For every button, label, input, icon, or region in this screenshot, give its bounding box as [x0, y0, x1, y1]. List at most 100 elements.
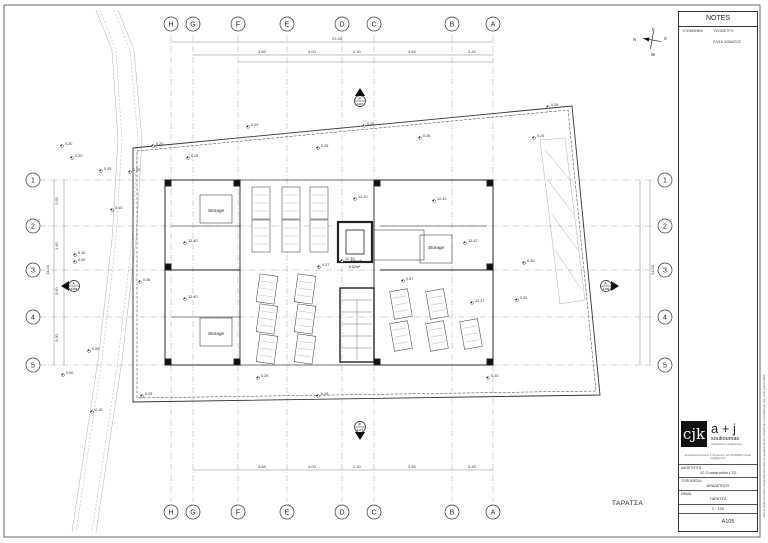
- grid-col-bubble-c: C: [366, 504, 382, 520]
- compass-s: S: [664, 36, 667, 41]
- section-mark-right-sheet: A109: [603, 287, 610, 291]
- level-marker: 0.10: [73, 251, 85, 257]
- grid-col-bubble-g: G: [185, 16, 201, 32]
- sheet-number-field: A105: [679, 513, 757, 532]
- grid-row-bubble-5: 5: [657, 357, 673, 373]
- legend-item-slope: ΚΛΙΣΗ ΔΩΜΑΤΟΣ: [713, 40, 742, 44]
- level-marker: 0.05: [87, 347, 99, 353]
- level-value: 0.26: [551, 103, 558, 107]
- right-edge-hatch: [539, 137, 586, 305]
- grid-col-bubble-a: A: [485, 16, 501, 32]
- level-marker: 12.42: [463, 239, 478, 245]
- grid-col-bubble-f: F: [230, 504, 246, 520]
- section-mark-top: B A107: [354, 88, 366, 107]
- grid-row-bubble-4: 4: [25, 309, 41, 325]
- grid-row-label: 5: [31, 362, 35, 369]
- grid-row-label: 4: [663, 314, 667, 321]
- level-marker: 0.00: [61, 371, 73, 377]
- section-mark-top-sheet: A107: [357, 102, 364, 106]
- grid-col-label: F: [236, 509, 240, 516]
- grid-col-bubble-h: H: [163, 504, 179, 520]
- level-value: 0.15: [115, 206, 122, 210]
- compass-e: E: [652, 27, 655, 32]
- level-value: 0.25: [423, 134, 430, 138]
- dim-h-2: 4.00: [308, 49, 317, 54]
- level-value: 0.37: [322, 263, 329, 267]
- dim-h-3: 2.30: [353, 49, 362, 54]
- dim-h-1: 3.65: [258, 49, 267, 54]
- level-marker: 0.29: [246, 123, 258, 129]
- legend-heading: ΥΠΟΜΝΗΜΑ: [682, 29, 703, 33]
- overall-dimension: 23.40: [332, 36, 343, 41]
- grid-col-label: B: [450, 509, 455, 516]
- grid-row-bubble-1: 1: [25, 172, 41, 188]
- room-area-mech: 5.02m²: [349, 265, 361, 269]
- level-value: 0.20: [133, 168, 140, 172]
- level-value: 0.20: [75, 154, 82, 158]
- project-field: ΤΟΠΟΘΕΣΙΑ ΑΡΑΔΙΠΠΟΥ: [679, 477, 757, 491]
- grid-row-bubble-2: 2: [25, 218, 41, 234]
- level-value: 0.35: [143, 278, 150, 282]
- grid-col-label: C: [371, 509, 376, 516]
- section-mark-bottom: B A107: [354, 421, 366, 440]
- level-value: 0.25: [261, 374, 268, 378]
- level-value: 0.29: [251, 123, 258, 127]
- level-marker: 12.40: [183, 239, 198, 245]
- level-value: 0.30: [527, 259, 534, 263]
- level-marker: 12.20: [353, 195, 368, 201]
- level-marker: 0.25: [186, 154, 198, 160]
- level-marker: 0.00: [73, 258, 85, 264]
- grid-row-label: 1: [663, 177, 667, 184]
- grid-col-label: B: [450, 21, 455, 28]
- level-marker: 0.37: [401, 277, 413, 283]
- grid-col-bubble-e: E: [279, 16, 295, 32]
- section-mark-left-sheet: A109: [71, 287, 78, 291]
- grid-col-bubble-c: C: [366, 16, 382, 32]
- level-marker: 12.40: [183, 295, 198, 301]
- level-value: 0.00: [66, 371, 73, 375]
- grid-row-bubble-5: 5: [25, 357, 41, 373]
- level-marker: 0.25: [418, 134, 430, 140]
- grid-col-label: A: [491, 21, 496, 28]
- level-marker: 0.25: [532, 134, 544, 140]
- section-mark-left-letter: A: [73, 282, 76, 286]
- dim-v-total: 14.00: [45, 264, 50, 275]
- level-value: 0.05: [104, 167, 111, 171]
- roof-parapet: [132, 105, 601, 403]
- drawing-field: ΘΕΜΑ ΤΑΡΑΤΣΑ: [679, 490, 757, 505]
- level-value: 0.25: [321, 144, 328, 148]
- level-value: 12.35: [345, 257, 355, 261]
- dim-v-3: 3.60: [54, 286, 59, 295]
- grid-col-bubble-e: E: [279, 504, 295, 520]
- site-boundary-strip: [71, 9, 143, 533]
- level-marker: 0.20: [70, 154, 82, 160]
- level-value: 0.28: [321, 392, 328, 396]
- room-label-mech: Mech.: [351, 259, 364, 264]
- level-value: 12.20: [358, 195, 368, 199]
- level-marker: 0.20: [60, 142, 72, 148]
- grid-col-label: D: [339, 509, 344, 516]
- section-mark-bottom-letter: B: [359, 423, 361, 427]
- level-value: 0.20: [65, 142, 72, 146]
- level-value: 12.40: [188, 239, 198, 243]
- level-value: 0.37: [406, 277, 413, 281]
- notes-heading: NOTES: [679, 12, 757, 27]
- compass-n: N: [633, 37, 636, 42]
- grid-row-label: 2: [663, 223, 667, 230]
- level-marker: 0.05: [99, 167, 111, 173]
- grid-col-label: H: [168, 509, 173, 516]
- level-value: 12.42: [468, 239, 478, 243]
- grid-col-label: E: [285, 21, 290, 28]
- grid-col-bubble-b: B: [444, 16, 460, 32]
- dim-v-4: 3.00: [54, 333, 59, 342]
- copyright-note-text: Όλα τα σχέδια αποτελούν πνευματική ιδιοκ…: [762, 374, 766, 518]
- level-value: 0.25: [491, 374, 498, 378]
- grid-col-bubble-d: D: [334, 16, 350, 32]
- logo-tagline: architecture & engineering: [711, 443, 742, 446]
- level-marker: 0.15: [90, 408, 102, 414]
- level-marker: 0.26: [546, 103, 558, 109]
- level-value: 0.05: [92, 347, 99, 351]
